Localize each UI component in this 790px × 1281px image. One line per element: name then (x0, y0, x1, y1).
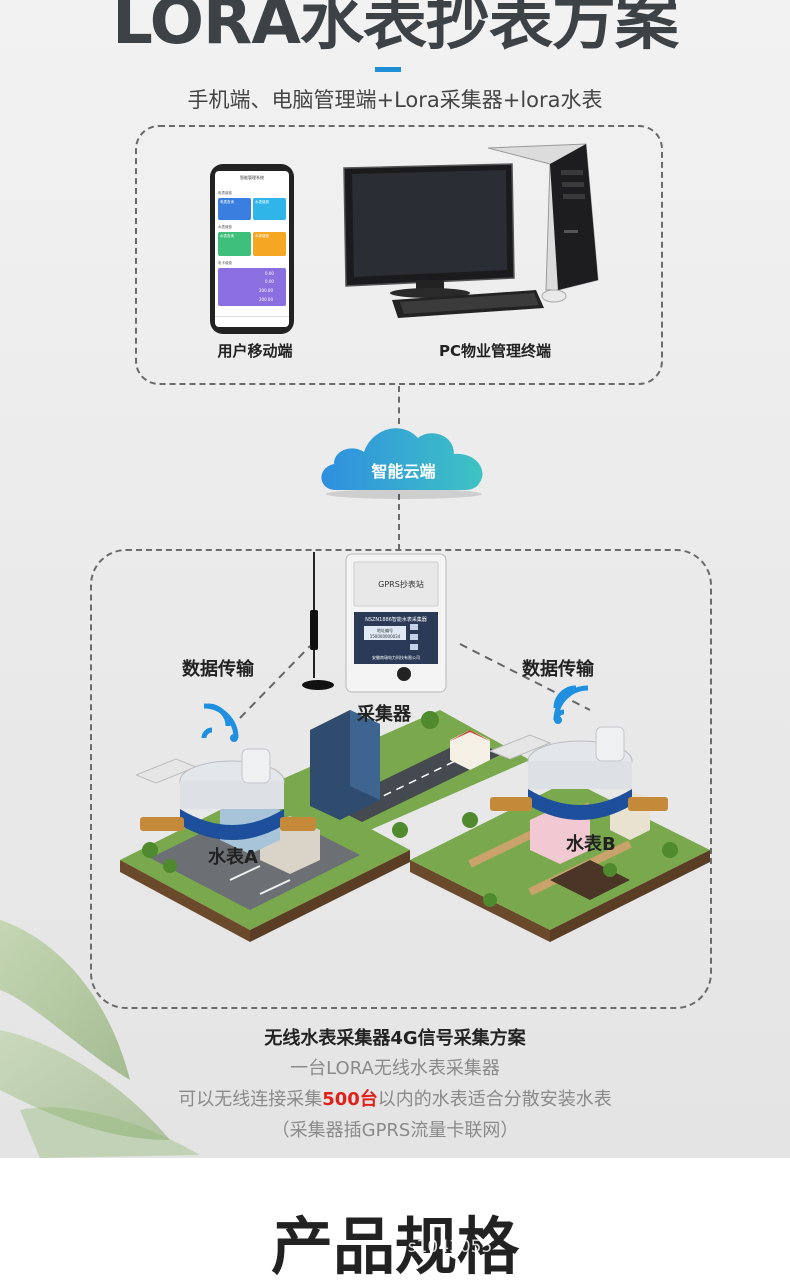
device-company-label: 安徽南瑞电力科技有限公司 (372, 655, 420, 660)
phone-screen: 智能管理系统 电表缴费 电表查询 水表缴费 水表缴费 水表查询 水表缴费 电卡缴… (215, 171, 289, 327)
page-title: LORA水表抄表方案 (112, 0, 679, 59)
caption-gprs-note: （采集器插GPRS流量卡联网） (271, 1120, 519, 1141)
phone-value-4: 200.00 (259, 297, 273, 302)
caption-capacity-line: 可以无线连接采集500台以内的水表适合分散安装水表 (0, 1085, 790, 1111)
phone-tile-1-label: 电表查询 (220, 200, 234, 204)
data-transmission-label-left: 数据传输 (182, 659, 254, 680)
wifi-signal-icon-left (201, 703, 239, 742)
connector-line-top (398, 386, 400, 424)
caption-capacity-pre: 可以无线连接采集 (178, 1089, 323, 1110)
title-accent-bar (375, 67, 401, 72)
iot-network-panel (90, 549, 712, 1009)
water-meter-b-label: 水表B (566, 834, 616, 855)
water-meter-a-illustration (136, 748, 316, 840)
caption-capacity-post: 以内的水表适合分散安装水表 (377, 1089, 612, 1110)
pc-terminal-label: PC物业管理终端 (438, 342, 551, 360)
device-model-label: NSZN1886智能水表采集器 (365, 617, 427, 623)
phone-value-1: 0.00 (265, 271, 274, 276)
wifi-signal-icon-right (553, 685, 589, 724)
phone-tile-green (218, 232, 251, 256)
device-serial-label: 地址编号 (377, 628, 393, 633)
phone-section-2: 水表缴费 (218, 225, 232, 229)
phone-tile-blue (218, 198, 251, 220)
phone-tile-2-label: 水表缴费 (255, 200, 269, 204)
plant-leaves-decoration (0, 920, 200, 1158)
transmission-lines (239, 643, 591, 719)
caption-capacity-highlight: 500台 (322, 1089, 378, 1110)
phone-tile-cyan (253, 198, 286, 220)
phone-tile-purple (218, 268, 286, 306)
phone-tile-3-label: 水表查询 (220, 234, 234, 238)
cloud-icon (321, 428, 483, 499)
phone-value-3: 200.00 (259, 288, 273, 293)
mobile-phone-illustration: 智能管理系统 电表缴费 电表查询 水表缴费 水表缴费 水表查询 水表缴费 电卡缴… (210, 164, 294, 334)
product-spec-title: 产品规格 (270, 1210, 519, 1281)
cloud-label: 智能云端 (371, 462, 436, 481)
device-serial-value: 150000000034 (369, 634, 401, 639)
phone-app-title: 智能管理系统 (240, 175, 264, 180)
solution-section: LORA水表抄表方案 手机端、电脑管理端+Lora采集器+lora水表 智能管理… (0, 0, 790, 1158)
city-scene-illustration (120, 710, 710, 942)
pc-computer-illustration (343, 143, 599, 318)
mobile-terminal-label: 用户移动端 (217, 342, 293, 360)
collector-device-illustration (302, 552, 447, 693)
device-panel-title: GPRS抄表站 (378, 580, 424, 589)
data-transmission-label-right: 数据传输 (522, 659, 594, 680)
water-meter-b-illustration (490, 726, 668, 820)
connector-line-bottom (398, 494, 400, 550)
caption-solution-title: 无线水表采集器4G信号采集方案 (264, 1028, 526, 1049)
collector-label: 采集器 (357, 704, 411, 725)
phone-section-3: 电卡缴费 (218, 261, 232, 265)
water-meter-a-label: 水表A (208, 847, 258, 868)
watermark-text: s1043055 (407, 1237, 493, 1257)
phone-value-2: 0.00 (265, 279, 274, 284)
phone-tile-4-label: 水表缴费 (255, 234, 269, 238)
caption-collector-line: 一台LORA无线水表采集器 (290, 1058, 500, 1079)
page-subtitle: 手机端、电脑管理端+Lora采集器+lora水表 (187, 88, 603, 112)
phone-section-1: 电表缴费 (218, 191, 232, 195)
phone-tab-bar (215, 316, 289, 327)
terminal-panel (135, 125, 663, 385)
phone-tile-orange (253, 232, 286, 256)
